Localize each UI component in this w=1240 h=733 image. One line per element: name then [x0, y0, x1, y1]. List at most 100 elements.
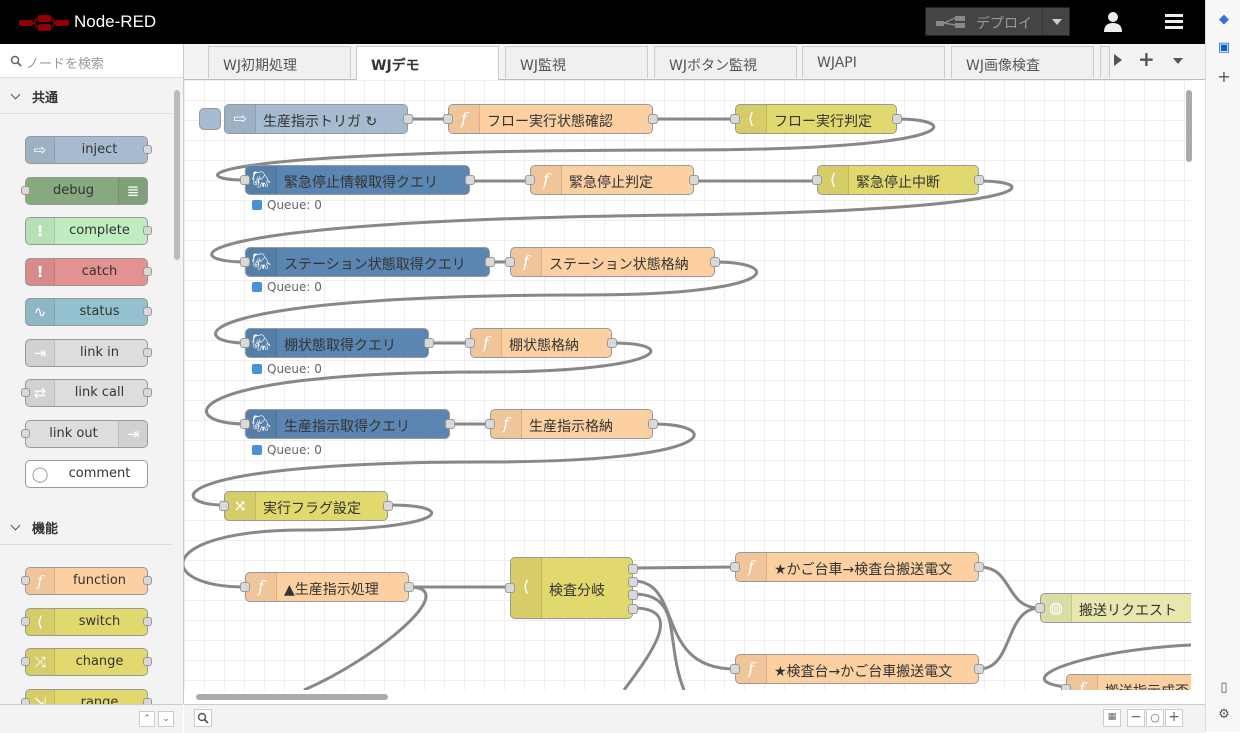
navigator-map-icon[interactable]: ▦ — [1103, 709, 1121, 727]
flow-node-function[interactable]: f 緊急停止判定 — [525, 165, 699, 195]
inject-arrow-icon: ⇨ — [33, 141, 47, 159]
flow-node-function[interactable]: f ▲生産指示処理 — [240, 572, 414, 602]
flow-node-function[interactable]: f ★検査台→かご台車搬送電文 — [730, 654, 984, 684]
collapse-all-icon[interactable]: ⌃ — [139, 711, 155, 727]
flow-node-switch[interactable]: ⟨ 緊急停止中断 — [812, 165, 984, 195]
status-dot-icon — [252, 200, 262, 210]
workspace-footer: ▦ − ○ + — [184, 704, 1205, 733]
palette-node-link-in[interactable]: ⇥ link in — [25, 339, 152, 367]
postgresql-elephant-icon: 🐘︎ — [251, 333, 272, 352]
user-icon[interactable] — [1098, 8, 1128, 36]
function-icon: f — [37, 572, 43, 590]
inject-arrow-icon: ⇨ — [233, 109, 247, 128]
function-icon: f — [461, 109, 467, 128]
function-icon: f — [1079, 679, 1085, 691]
tab-wj-init[interactable]: WJ初期処理 — [208, 46, 351, 78]
exclamation-icon: ! — [36, 263, 44, 281]
flow-node-function[interactable]: f 棚状態格納 — [465, 328, 617, 358]
palette-node-debug[interactable]: debug ≣ — [21, 177, 148, 205]
flow-node-switch[interactable]: ⟨ フロー実行判定 — [730, 104, 902, 134]
status-dot-icon — [252, 282, 262, 292]
palette-node-inject[interactable]: ⇨ inject — [25, 136, 152, 164]
exclamation-icon: ! — [36, 222, 44, 240]
postgresql-elephant-icon: 🐘︎ — [251, 170, 272, 189]
flow-canvas[interactable]: ⇨ 生産指示トリガ ↻ f フロー実行状態確認 ⟨ フロー実行判定 🐘︎ 緊急停… — [184, 80, 1191, 690]
chevron-down-icon — [10, 89, 21, 100]
range-icon: ⇲ — [33, 694, 47, 704]
palette-node-switch[interactable]: ⟨ switch — [21, 608, 152, 636]
add-tab-icon[interactable]: + — [1138, 47, 1155, 71]
palette-node-range[interactable]: ⇲ range — [21, 689, 152, 704]
expand-all-icon[interactable]: ⌄ — [158, 711, 174, 727]
flow-node-function[interactable]: f 搬送指示成否 — [1061, 674, 1191, 691]
function-icon: f — [543, 170, 549, 189]
gear-icon[interactable]: ⚙ — [1218, 707, 1230, 722]
link-out-icon: ⇥ — [126, 425, 140, 443]
tab-overflow[interactable] — [1100, 46, 1110, 78]
workspace-tabs: WJ初期処理 WJデモ WJ監視 WJボタン監視 WJAPI WJ画像検査 + — [184, 44, 1205, 80]
pulse-icon: ∿ — [33, 303, 47, 321]
node-status: Queue: 0 — [252, 362, 322, 376]
tab-wj-api[interactable]: WJAPI — [802, 46, 945, 78]
postgresql-elephant-icon: 🐘︎ — [251, 414, 272, 433]
palette-node-complete[interactable]: ! complete — [25, 217, 152, 245]
tab-wj-demo[interactable]: WJデモ — [356, 46, 499, 80]
add-icon[interactable]: + — [1217, 67, 1231, 86]
category-function-header[interactable]: 機能 — [0, 510, 172, 545]
tab-wj-button-monitor[interactable]: WJボタン監視 — [654, 46, 797, 78]
flow-node-change[interactable]: ⤨ 実行フラグ設定 — [219, 491, 393, 521]
flow-node-function[interactable]: f ステーション状態格納 — [505, 247, 720, 277]
flow-node-postgres[interactable]: 🐘︎ 生産指示取得クエリ — [240, 409, 455, 439]
palette-node-link-out[interactable]: link out ⇥ — [21, 420, 148, 448]
zoom-in-icon[interactable]: + — [1165, 709, 1183, 727]
palette-node-comment[interactable]: ◯ comment — [25, 460, 148, 488]
flow-node-postgres[interactable]: 🐘︎ ステーション状態取得クエリ — [240, 247, 495, 277]
tab-wj-image-inspection[interactable]: WJ画像検査 — [951, 46, 1094, 78]
function-icon: f — [523, 252, 529, 271]
globe-icon: ◍ — [1049, 598, 1063, 617]
scroll-tabs-right-icon[interactable] — [1114, 54, 1122, 66]
copilot-icon[interactable]: ◆ — [1219, 12, 1229, 27]
flow-node-http-request[interactable]: ◍ 搬送リクエスト — [1035, 593, 1191, 623]
node-status: Queue: 0 — [252, 280, 322, 294]
palette-node-function[interactable]: f function — [21, 567, 152, 595]
palette-node-catch[interactable]: ! catch — [25, 258, 152, 286]
zoom-out-icon[interactable]: − — [1127, 709, 1145, 727]
flow-node-postgres[interactable]: 🐘︎ 緊急停止情報取得クエリ — [240, 165, 475, 195]
flow-node-function[interactable]: f 生産指示格納 — [485, 409, 658, 439]
flow-node-inject[interactable]: ⇨ 生産指示トリガ ↻ — [199, 104, 413, 134]
node-status: Queue: 0 — [252, 443, 322, 457]
tab-wj-monitor[interactable]: WJ監視 — [505, 46, 648, 78]
status-dot-icon — [252, 364, 262, 374]
flow-node-switch[interactable]: ⟨ 検査分岐 — [505, 557, 638, 619]
tab-list-chevron-icon[interactable] — [1173, 58, 1183, 64]
flow-node-function[interactable]: f ★かご台車→検査台搬送電文 — [730, 552, 984, 582]
postgresql-elephant-icon: 🐘︎ — [251, 252, 272, 271]
deploy-menu-chevron-icon[interactable] — [1042, 8, 1071, 35]
palette-node-link-call[interactable]: ⇄ link call — [21, 379, 152, 407]
main-menu-icon[interactable] — [1158, 8, 1188, 36]
search-flows-icon[interactable] — [194, 709, 212, 727]
function-icon: f — [258, 577, 264, 596]
canvas-vertical-scrollbar[interactable] — [1186, 90, 1192, 162]
deploy-button[interactable]: デプロイ — [925, 7, 1070, 36]
change-shuffle-icon: ⤨ — [33, 653, 46, 671]
outlook-icon[interactable]: ▣ — [1217, 40, 1231, 55]
category-common-header[interactable]: 共通 — [0, 79, 172, 114]
inject-trigger-button[interactable] — [199, 108, 221, 130]
palette-node-change[interactable]: ⤨ change — [21, 648, 152, 676]
palette-search[interactable]: ノードを検索 — [0, 44, 183, 78]
function-icon: f — [503, 414, 509, 433]
search-input[interactable]: ノードを検索 — [26, 57, 105, 72]
canvas-horizontal-scrollbar[interactable] — [196, 694, 388, 700]
flow-node-function[interactable]: f フロー実行状態確認 — [443, 104, 658, 134]
debug-list-icon: ≣ — [126, 182, 140, 200]
flow-node-postgres[interactable]: 🐘︎ 棚状態取得クエリ — [240, 328, 434, 358]
comment-bubble-icon: ◯ — [31, 465, 49, 483]
zoom-reset-icon[interactable]: ○ — [1146, 709, 1164, 727]
sidebar-toggle-icon[interactable]: ▯ — [1220, 680, 1228, 695]
palette-scrollbar[interactable] — [174, 90, 180, 260]
node-status: Queue: 0 — [252, 198, 322, 212]
status-dot-icon — [252, 445, 262, 455]
palette-node-status[interactable]: ∿ status — [25, 298, 152, 326]
